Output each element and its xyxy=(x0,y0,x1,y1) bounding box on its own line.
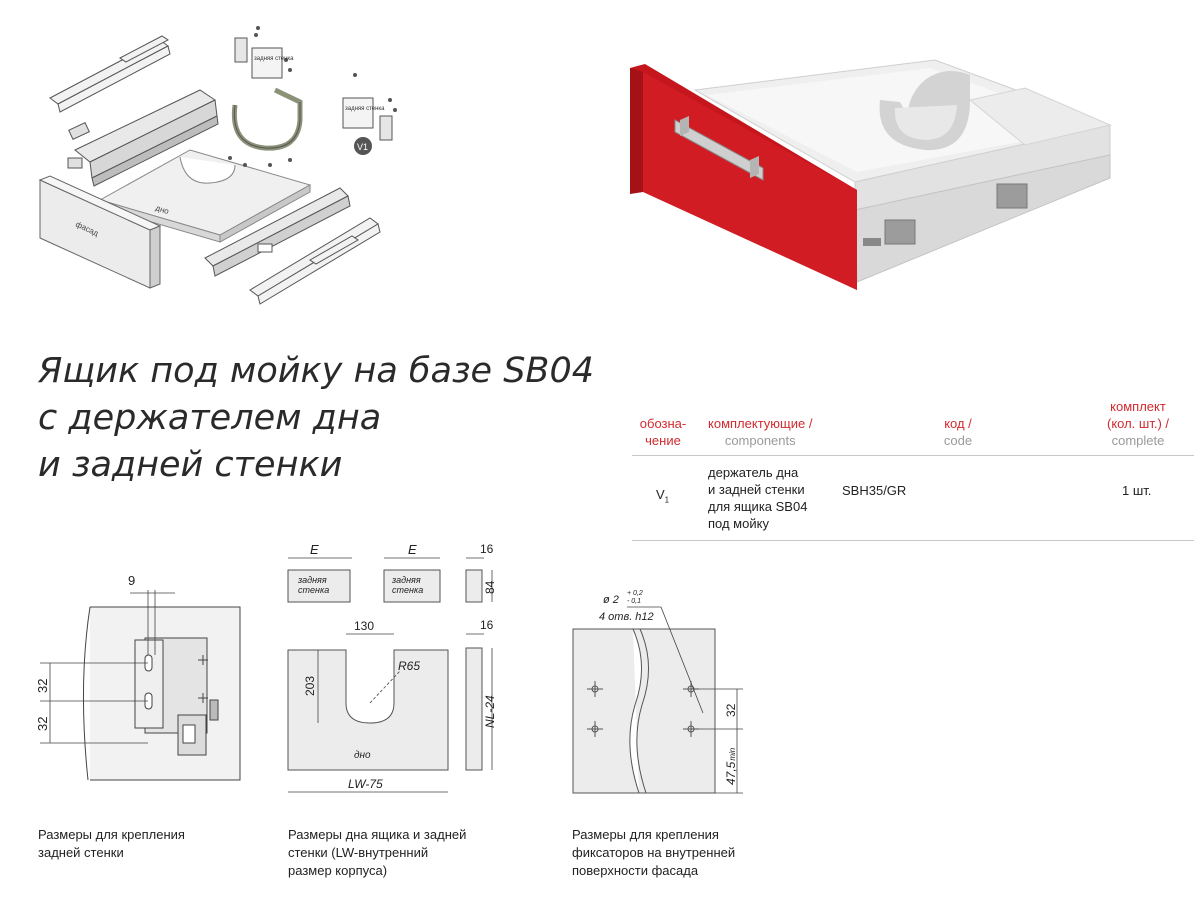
facade-diagram: ø 2 + 0,2 - 0,1 4 отв. h12 32 47,5min xyxy=(572,590,743,794)
drawer-side-lower xyxy=(204,187,351,277)
header-complete-ru: комплект (кол. шт.) / xyxy=(1106,399,1170,431)
designation-sub: 1 xyxy=(664,495,670,505)
spec-table-header: обозна- чение комплектующие / components… xyxy=(632,395,1194,456)
bottom-panel-label: дно xyxy=(354,750,371,761)
dim-16a: 16 xyxy=(480,542,494,556)
screws xyxy=(228,26,397,167)
back-wall-left: задняя стенка xyxy=(251,47,294,79)
dim-e-1: E xyxy=(310,542,319,557)
table-row: V1 держатель дна и задней стенки для ящи… xyxy=(632,456,1194,541)
caption-facade: Размеры для крепления фиксаторов на внут… xyxy=(572,827,736,878)
back-wall-diagram: 9 32 32 xyxy=(35,573,241,781)
back-wall-right: задняя стенка xyxy=(342,97,385,129)
dim-top-9: 9 xyxy=(128,573,135,588)
row-code: SBH35/GR xyxy=(842,483,907,498)
dim-130: 130 xyxy=(354,619,374,633)
bottom-label: дно xyxy=(154,203,170,216)
caption-bottom: Размеры дна ящика и задней стенки (LW-вн… xyxy=(288,827,467,878)
row-designation: V1 xyxy=(656,486,669,509)
drawer-render xyxy=(630,59,1112,290)
dim-left-32b: 32 xyxy=(35,717,50,731)
v1-marker: V1 xyxy=(354,137,372,155)
hole-note: 4 отв. h12 xyxy=(599,611,654,623)
hole-diameter: ø 2 xyxy=(603,594,619,606)
back-wall-right-label: задняя стенка xyxy=(345,106,385,112)
page-title: Ящик под мойку на базе SB04 с держателем… xyxy=(38,348,598,489)
header-code-en: code xyxy=(943,433,973,448)
row-complete: 1 шт. xyxy=(1122,483,1152,498)
header-complete: комплект (кол. шт.) / complete xyxy=(1098,398,1178,449)
title-line-3: и задней стенки xyxy=(38,445,343,485)
dim-84: 84 xyxy=(483,580,497,594)
sink-holder xyxy=(231,87,303,151)
header-code: код / code xyxy=(938,415,978,449)
title-line-2: с держателем дна xyxy=(38,398,382,438)
row-component: держатель дна и задней стенки для ящика … xyxy=(708,465,808,531)
back-wall-bracket xyxy=(234,37,393,141)
drawer-box xyxy=(693,59,1112,283)
dim-16b: 16 xyxy=(480,618,494,632)
spec-table: обозна- чение комплектующие / components… xyxy=(632,395,1194,541)
title-line-1: Ящик под мойку на базе SB04 xyxy=(38,351,594,391)
header-complete-en: complete xyxy=(1111,433,1165,448)
hole-tolerance-bottom: - 0,1 xyxy=(627,598,641,605)
dim-e-2: E xyxy=(408,542,417,557)
bottom-panel: дно xyxy=(98,149,312,243)
dim-47-5: 47,5min xyxy=(724,747,738,785)
designation-letter: V xyxy=(656,487,665,502)
exploded-view-diagram: дно задняя стенка задняя стенка V1 фасад xyxy=(38,26,397,305)
v1-marker-label: V1 xyxy=(357,142,368,152)
dim-r65: R65 xyxy=(398,659,420,673)
plate xyxy=(67,157,83,169)
header-code-ru: код / xyxy=(944,416,972,431)
header-components-en: components xyxy=(724,433,796,448)
top-runner xyxy=(49,35,171,113)
facade-handle xyxy=(674,116,764,181)
dim-left-32a: 32 xyxy=(35,679,50,693)
header-components: комплектующие / components xyxy=(708,415,812,449)
dim-lw: LW-75 xyxy=(348,777,383,791)
hole-tolerance-top: + 0,2 xyxy=(627,590,643,597)
back-wall-left-label: задняя стенка xyxy=(254,56,294,62)
header-designation: обозна- чение xyxy=(639,416,687,448)
bottom-runner xyxy=(249,217,381,305)
dim-203: 203 xyxy=(303,676,317,696)
dim-nl: NL-24 xyxy=(483,695,497,728)
header-components-ru: комплектующие / xyxy=(708,416,813,431)
dim-32: 32 xyxy=(724,703,738,717)
drawer-side xyxy=(74,89,219,187)
caption-back-wall: Размеры для крепления задней стенки xyxy=(38,827,185,860)
plate xyxy=(68,122,90,140)
facade-panel: фасад xyxy=(38,175,162,289)
